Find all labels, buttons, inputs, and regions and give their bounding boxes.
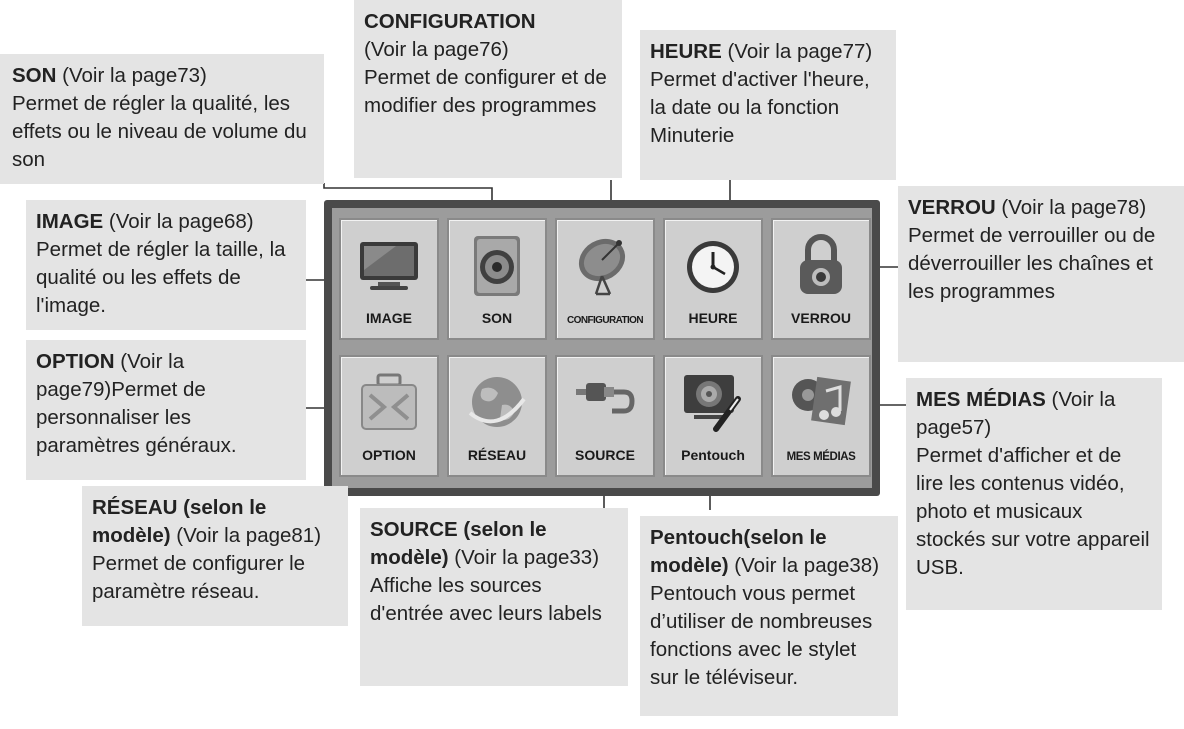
globe-icon [468, 377, 526, 427]
tile-mes-medias-label: MES MÉDIAS [786, 451, 856, 463]
callout-heure-ref: (Voir la page77) [721, 40, 873, 63]
tile-source-label: SOURCE [575, 447, 635, 463]
callout-heure-body: Permet d'activer l'heure, la date ou la … [650, 68, 870, 147]
tile-reseau[interactable]: RÉSEAU [447, 355, 547, 477]
padlock-icon [800, 234, 842, 294]
tile-configuration-label: CONFIGURATION [567, 315, 644, 326]
callout-image-body: Permet de régler la taille, la qualité o… [36, 238, 286, 317]
tile-image-label: IMAGE [366, 310, 412, 326]
callout-pentouch-body: Pentouch vous permet d’utiliser de nombr… [650, 582, 873, 689]
callout-image-ref: (Voir la page68) [103, 210, 254, 233]
tile-option[interactable]: OPTION [339, 355, 439, 477]
callout-image: IMAGE (Voir la page68) Permet de régler … [26, 200, 306, 330]
callout-configuration-body: Permet de configurer et de modifier des … [364, 66, 607, 117]
callout-pentouch-ref: (Voir la page38) [728, 554, 880, 577]
tile-son[interactable]: SON [447, 218, 547, 340]
callout-son-title: SON [12, 64, 57, 87]
tile-pentouch-label: Pentouch [681, 447, 745, 463]
tile-source[interactable]: SOURCE [555, 355, 655, 477]
connector-son [323, 183, 493, 210]
callout-mes-medias-ref: (Voir la page57) [916, 388, 1116, 439]
callout-mes-medias-body: Permet d'afficher et de lire les contenu… [916, 444, 1150, 579]
callout-pentouch: Pentouch(selon le modèle) (Voir la page3… [640, 516, 898, 716]
tile-reseau-label: RÉSEAU [467, 447, 527, 463]
tile-verrou-label: VERROU [791, 310, 851, 326]
callout-source: SOURCE (selon le modèle) (Voir la page33… [360, 508, 628, 686]
media-icon [792, 376, 851, 426]
tile-pentouch[interactable]: Pentouch [663, 355, 763, 477]
tile-configuration[interactable]: CONFIGURATION [555, 218, 655, 340]
callout-verrou: VERROU (Voir la page78) Permet de verrou… [898, 186, 1184, 362]
tile-verrou[interactable]: VERROU [771, 218, 871, 340]
menu-panel: IMAGE SON CONFIGURATION [324, 200, 880, 496]
callout-image-title: IMAGE [36, 210, 104, 233]
tile-image[interactable]: IMAGE [339, 218, 439, 340]
callout-son: SON (Voir la page73) Permet de régler la… [0, 54, 324, 184]
callout-source-ref: (Voir la page33) [448, 546, 600, 569]
tile-mes-medias[interactable]: MES MÉDIAS [771, 355, 871, 477]
tile-heure-label: HEURE [688, 310, 738, 326]
callout-reseau-body: Permet de configurer le paramètre réseau… [92, 552, 306, 603]
speaker-icon [474, 236, 520, 296]
tv-icon [360, 242, 418, 290]
pen-display-icon [684, 375, 741, 432]
callout-mes-medias-title: MES MÉDIAS [916, 388, 1046, 411]
tile-son-label: SON [481, 310, 513, 326]
callout-source-title: SOURCE (selon le modèle) [370, 518, 547, 569]
cable-plug-icon [576, 383, 635, 414]
callout-configuration-ref: (Voir la page76) [364, 38, 509, 61]
callout-son-body: Permet de régler la qualité, les effets … [12, 92, 307, 171]
tile-option-label: OPTION [362, 447, 416, 463]
callout-configuration-title: CONFIGURATION [364, 10, 536, 33]
satellite-dish-icon [578, 238, 626, 296]
tile-heure[interactable]: HEURE [663, 218, 763, 340]
callout-heure: HEURE (Voir la page77) Permet d'activer … [640, 30, 896, 180]
callout-option-title: OPTION [36, 350, 115, 373]
callout-heure-title: HEURE [650, 40, 722, 63]
callout-pentouch-title: Pentouch(selon le modèle) [650, 526, 827, 577]
callout-verrou-body: Permet de verrouiller ou de déverrouille… [908, 224, 1156, 303]
callout-verrou-ref: (Voir la page78) [995, 196, 1147, 219]
callout-source-body: Affiche les sources d'entrée avec leurs … [370, 574, 602, 625]
callout-son-ref: (Voir la page73) [56, 64, 207, 87]
callout-reseau-title: RÉSEAU (selon le modèle) [92, 496, 267, 547]
clock-icon [687, 241, 739, 293]
callout-option: OPTION (Voir la page79)Permet de personn… [26, 340, 306, 480]
toolbox-icon [361, 373, 417, 430]
callout-option-body: (Voir la page79)Permet de personnaliser … [36, 350, 237, 457]
callout-verrou-title: VERROU [908, 196, 996, 219]
callout-mes-medias: MES MÉDIAS (Voir la page57) Permet d'aff… [906, 378, 1162, 610]
callout-configuration: CONFIGURATION (Voir la page76) Permet de… [354, 0, 622, 178]
callout-reseau-ref: (Voir la page81) [170, 524, 322, 547]
callout-reseau: RÉSEAU (selon le modèle) (Voir la page81… [82, 486, 348, 626]
menu-panel-inner: IMAGE SON CONFIGURATION [332, 208, 872, 488]
